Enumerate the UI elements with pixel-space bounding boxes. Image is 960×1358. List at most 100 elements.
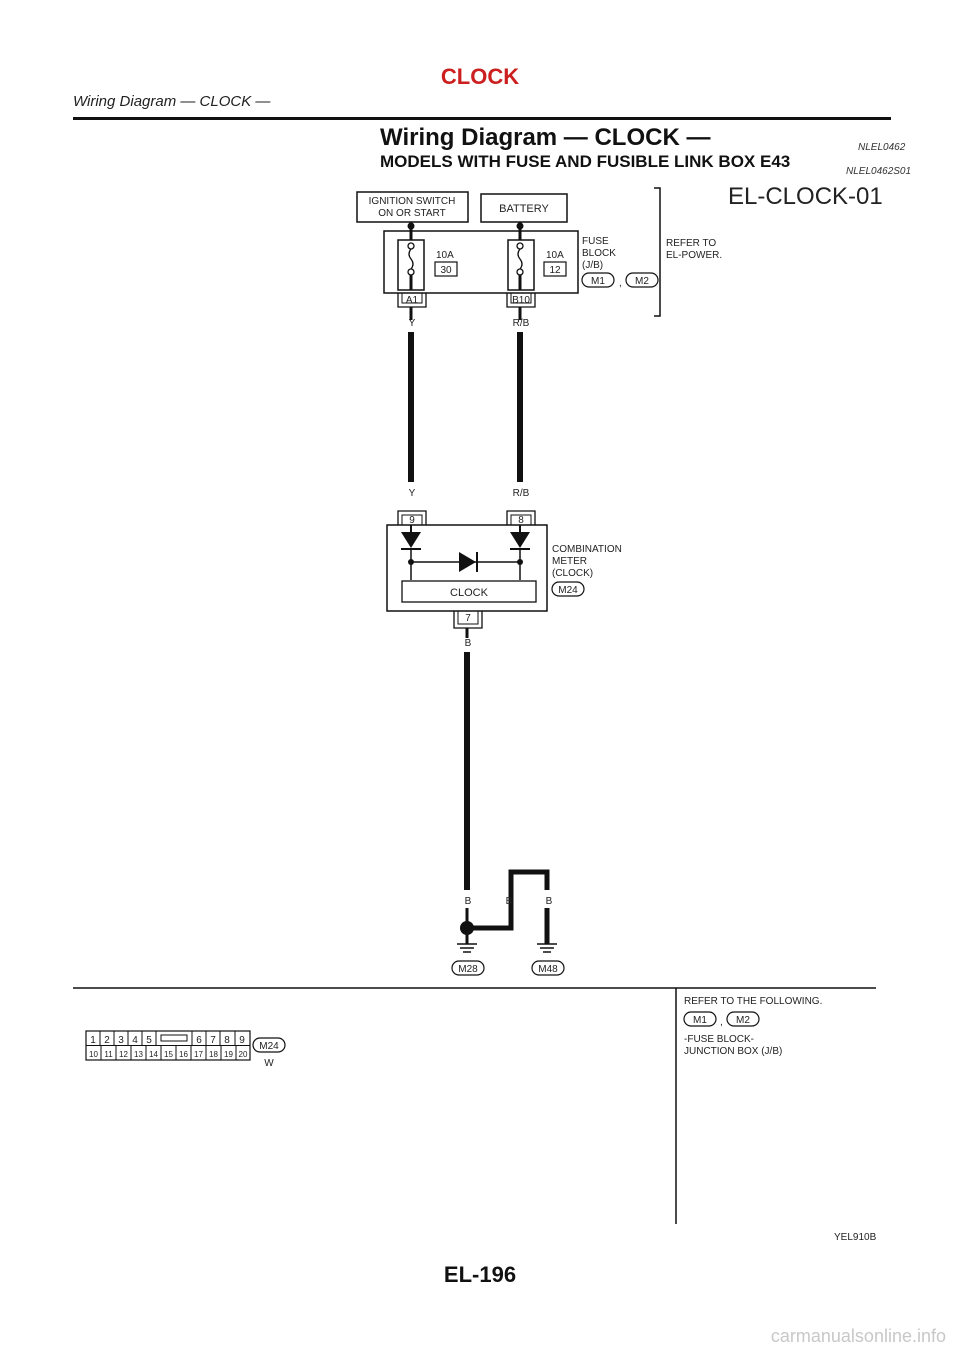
junction-dot — [407, 222, 415, 230]
wire-b-jumper — [467, 869, 550, 931]
watermark: carmanualsonline.info — [770, 1326, 946, 1346]
pin-14: 14 — [149, 1050, 158, 1059]
fuse-icon — [517, 248, 523, 270]
diode-icon — [459, 552, 476, 572]
pin-13: 13 — [134, 1050, 143, 1059]
combination-meter — [386, 524, 548, 612]
wire-label-rb-lower: R/B — [513, 488, 530, 499]
refer-power-1: REFER TO — [666, 238, 716, 249]
refer-separator: , — [720, 1017, 723, 1028]
fuse-block-label-2: BLOCK — [582, 248, 616, 259]
refer-text-2: JUNCTION BOX (J/B) — [684, 1046, 782, 1057]
pin-18: 18 — [209, 1050, 218, 1059]
diode-icon — [401, 532, 421, 548]
battery-label: BATTERY — [499, 203, 549, 215]
refer-text-1: -FUSE BLOCK- — [684, 1034, 754, 1045]
ground-m28-badge — [451, 960, 485, 976]
meter-connector-badge — [551, 581, 585, 597]
meter-pin-7: 7 — [465, 613, 471, 624]
fuse-block-label-1: FUSE — [582, 236, 609, 247]
pin-2: 2 — [104, 1035, 110, 1046]
connector-m2-badge — [625, 272, 659, 288]
junction-dot — [516, 222, 524, 230]
document-title-text: Wiring Diagram — CLOCK — — [380, 124, 711, 151]
battery-box — [480, 193, 568, 223]
fuse-right-rating: 10A — [546, 250, 564, 261]
refer-power-2: EL-POWER. — [666, 250, 722, 261]
meter-connector-label: M24 — [558, 585, 578, 596]
refer-m1-label: M1 — [693, 1015, 707, 1026]
meter-label-2: METER — [552, 556, 587, 567]
meter-label-3: (CLOCK) — [552, 568, 593, 579]
document-title: Wiring Diagram — CLOCK — NLEL0462 — [380, 124, 905, 153]
pin-3: 3 — [118, 1035, 124, 1046]
document-subtitle-text: MODELS WITH FUSE AND FUSIBLE LINK BOX E4… — [380, 152, 791, 171]
ground-m28-label: M28 — [458, 964, 478, 975]
pin-11: 11 — [104, 1050, 113, 1059]
connector-face-m24 — [85, 1030, 251, 1061]
wire-label-y: Y — [409, 318, 416, 329]
clock-box — [401, 580, 537, 603]
header-rule — [73, 117, 891, 120]
diode-icon — [510, 532, 530, 548]
terminal-b10: B10 — [512, 295, 530, 306]
fuse-icon — [408, 248, 414, 270]
diagram-id: EL-CLOCK-01 — [728, 183, 883, 210]
ground-icon — [537, 943, 557, 953]
ground-m48-label: M48 — [538, 964, 558, 975]
pin-6: 6 — [196, 1035, 202, 1046]
section-title: CLOCK — [440, 64, 520, 89]
meter-pin-9: 9 — [409, 515, 415, 526]
connector-separator: , — [619, 278, 622, 289]
pin-7: 7 — [210, 1035, 216, 1046]
pin-9: 9 — [239, 1035, 245, 1046]
connector-id-label: M24 — [259, 1041, 279, 1052]
ground-m48-badge — [531, 960, 565, 976]
fuse-right-number: 12 — [549, 265, 561, 276]
ignition-switch-label-1: IGNITION SWITCH — [369, 196, 456, 207]
wire-label-b-jumper: B — [506, 896, 513, 907]
connector-id-badge — [252, 1037, 286, 1053]
connector-color: W — [264, 1058, 274, 1069]
pin-19: 19 — [224, 1050, 233, 1059]
pin-17: 17 — [194, 1050, 203, 1059]
pin-15: 15 — [164, 1050, 173, 1059]
refer-bracket — [654, 187, 661, 317]
pin-12: 12 — [119, 1050, 128, 1059]
pin-8: 8 — [224, 1035, 230, 1046]
terminal-a1: A1 — [406, 295, 419, 306]
fuse-left-number: 30 — [440, 265, 452, 276]
refer-m2-label: M2 — [736, 1015, 750, 1026]
wire-label-b: B — [465, 638, 472, 649]
connector-m2-label: M2 — [635, 276, 649, 287]
meter-label-1: COMBINATION — [552, 544, 622, 555]
document-subtitle: MODELS WITH FUSE AND FUSIBLE LINK BOX E4… — [380, 152, 911, 177]
document-title-ref: NLEL0462 — [858, 142, 906, 153]
figure-code: YEL910B — [834, 1232, 877, 1243]
wire-label-b-ground2: B — [546, 896, 553, 907]
page-number: EL-196 — [443, 1262, 517, 1287]
pin-16: 16 — [179, 1050, 188, 1059]
ground-icon — [457, 943, 477, 953]
pin-10: 10 — [89, 1050, 98, 1059]
fuse-block — [383, 230, 579, 294]
ignition-switch-label-2: ON OR START — [378, 208, 445, 219]
pin-4: 4 — [132, 1035, 138, 1046]
fuse-block-label-3: (J/B) — [582, 260, 603, 271]
connector-m1-label: M1 — [591, 276, 605, 287]
section-subtitle: Wiring Diagram — CLOCK — — [73, 93, 271, 110]
clock-label: CLOCK — [450, 587, 489, 599]
pin-1: 1 — [90, 1035, 96, 1046]
refer-following: REFER TO THE FOLLOWING. — [684, 996, 822, 1007]
meter-pin-8: 8 — [518, 515, 524, 526]
wire-label-rb: R/B — [513, 318, 530, 329]
document-subtitle-ref: NLEL0462S01 — [846, 166, 912, 177]
pin-5: 5 — [146, 1035, 152, 1046]
wire-label-b-ground1: B — [465, 896, 472, 907]
connector-m1-badge — [581, 272, 615, 288]
refer-m2-badge — [726, 1011, 760, 1027]
refer-m1-badge — [683, 1011, 717, 1027]
wire-label-y-lower: Y — [409, 488, 416, 499]
pin-20: 20 — [239, 1050, 248, 1059]
